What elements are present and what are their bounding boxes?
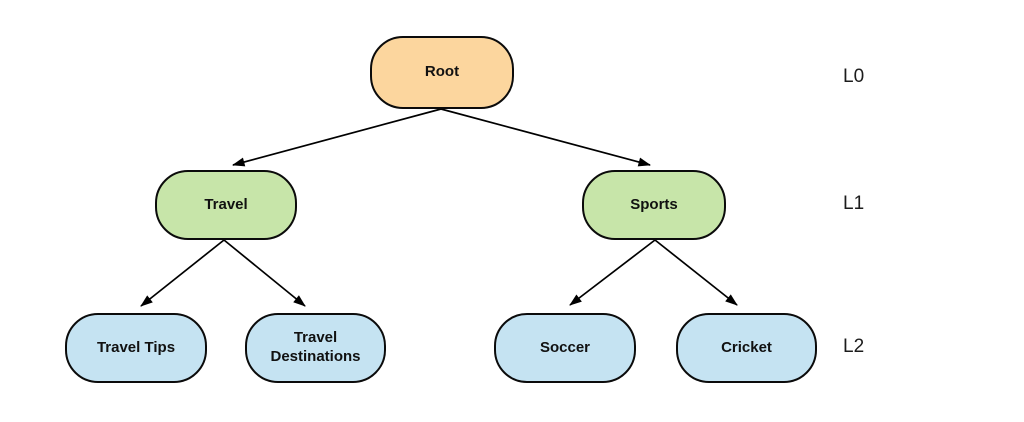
level-label-l1: L1 [843, 193, 865, 214]
edge-sports-cricket [654, 239, 738, 306]
node-cricket-label: Cricket [721, 338, 772, 356]
edge-root-sports [440, 108, 651, 167]
node-root-label: Root [424, 63, 460, 81]
edge-root-travel [232, 108, 442, 167]
node-root: Root [370, 36, 514, 109]
node-travel-destinations: Travel Destinations [245, 313, 386, 383]
node-cricket: Cricket [676, 313, 817, 383]
node-sports-label: Sports [630, 195, 678, 213]
node-travel-label: Travel [204, 195, 248, 213]
edge-travel-travel-tips [140, 239, 225, 307]
edge-sports-soccer [569, 239, 656, 306]
node-soccer: Soccer [494, 313, 636, 383]
node-travel: Travel [155, 170, 297, 240]
node-sports: Sports [582, 170, 726, 240]
level-label-l0: L0 [843, 66, 865, 87]
node-soccer-label: Soccer [539, 338, 591, 356]
node-travel-tips-label: Travel Tips [96, 338, 176, 356]
node-travel-tips: Travel Tips [65, 313, 207, 383]
node-travel-destinations-label: Travel Destinations [270, 329, 361, 365]
level-label-l2: L2 [843, 336, 865, 357]
edge-travel-travel-destinations [223, 239, 306, 307]
